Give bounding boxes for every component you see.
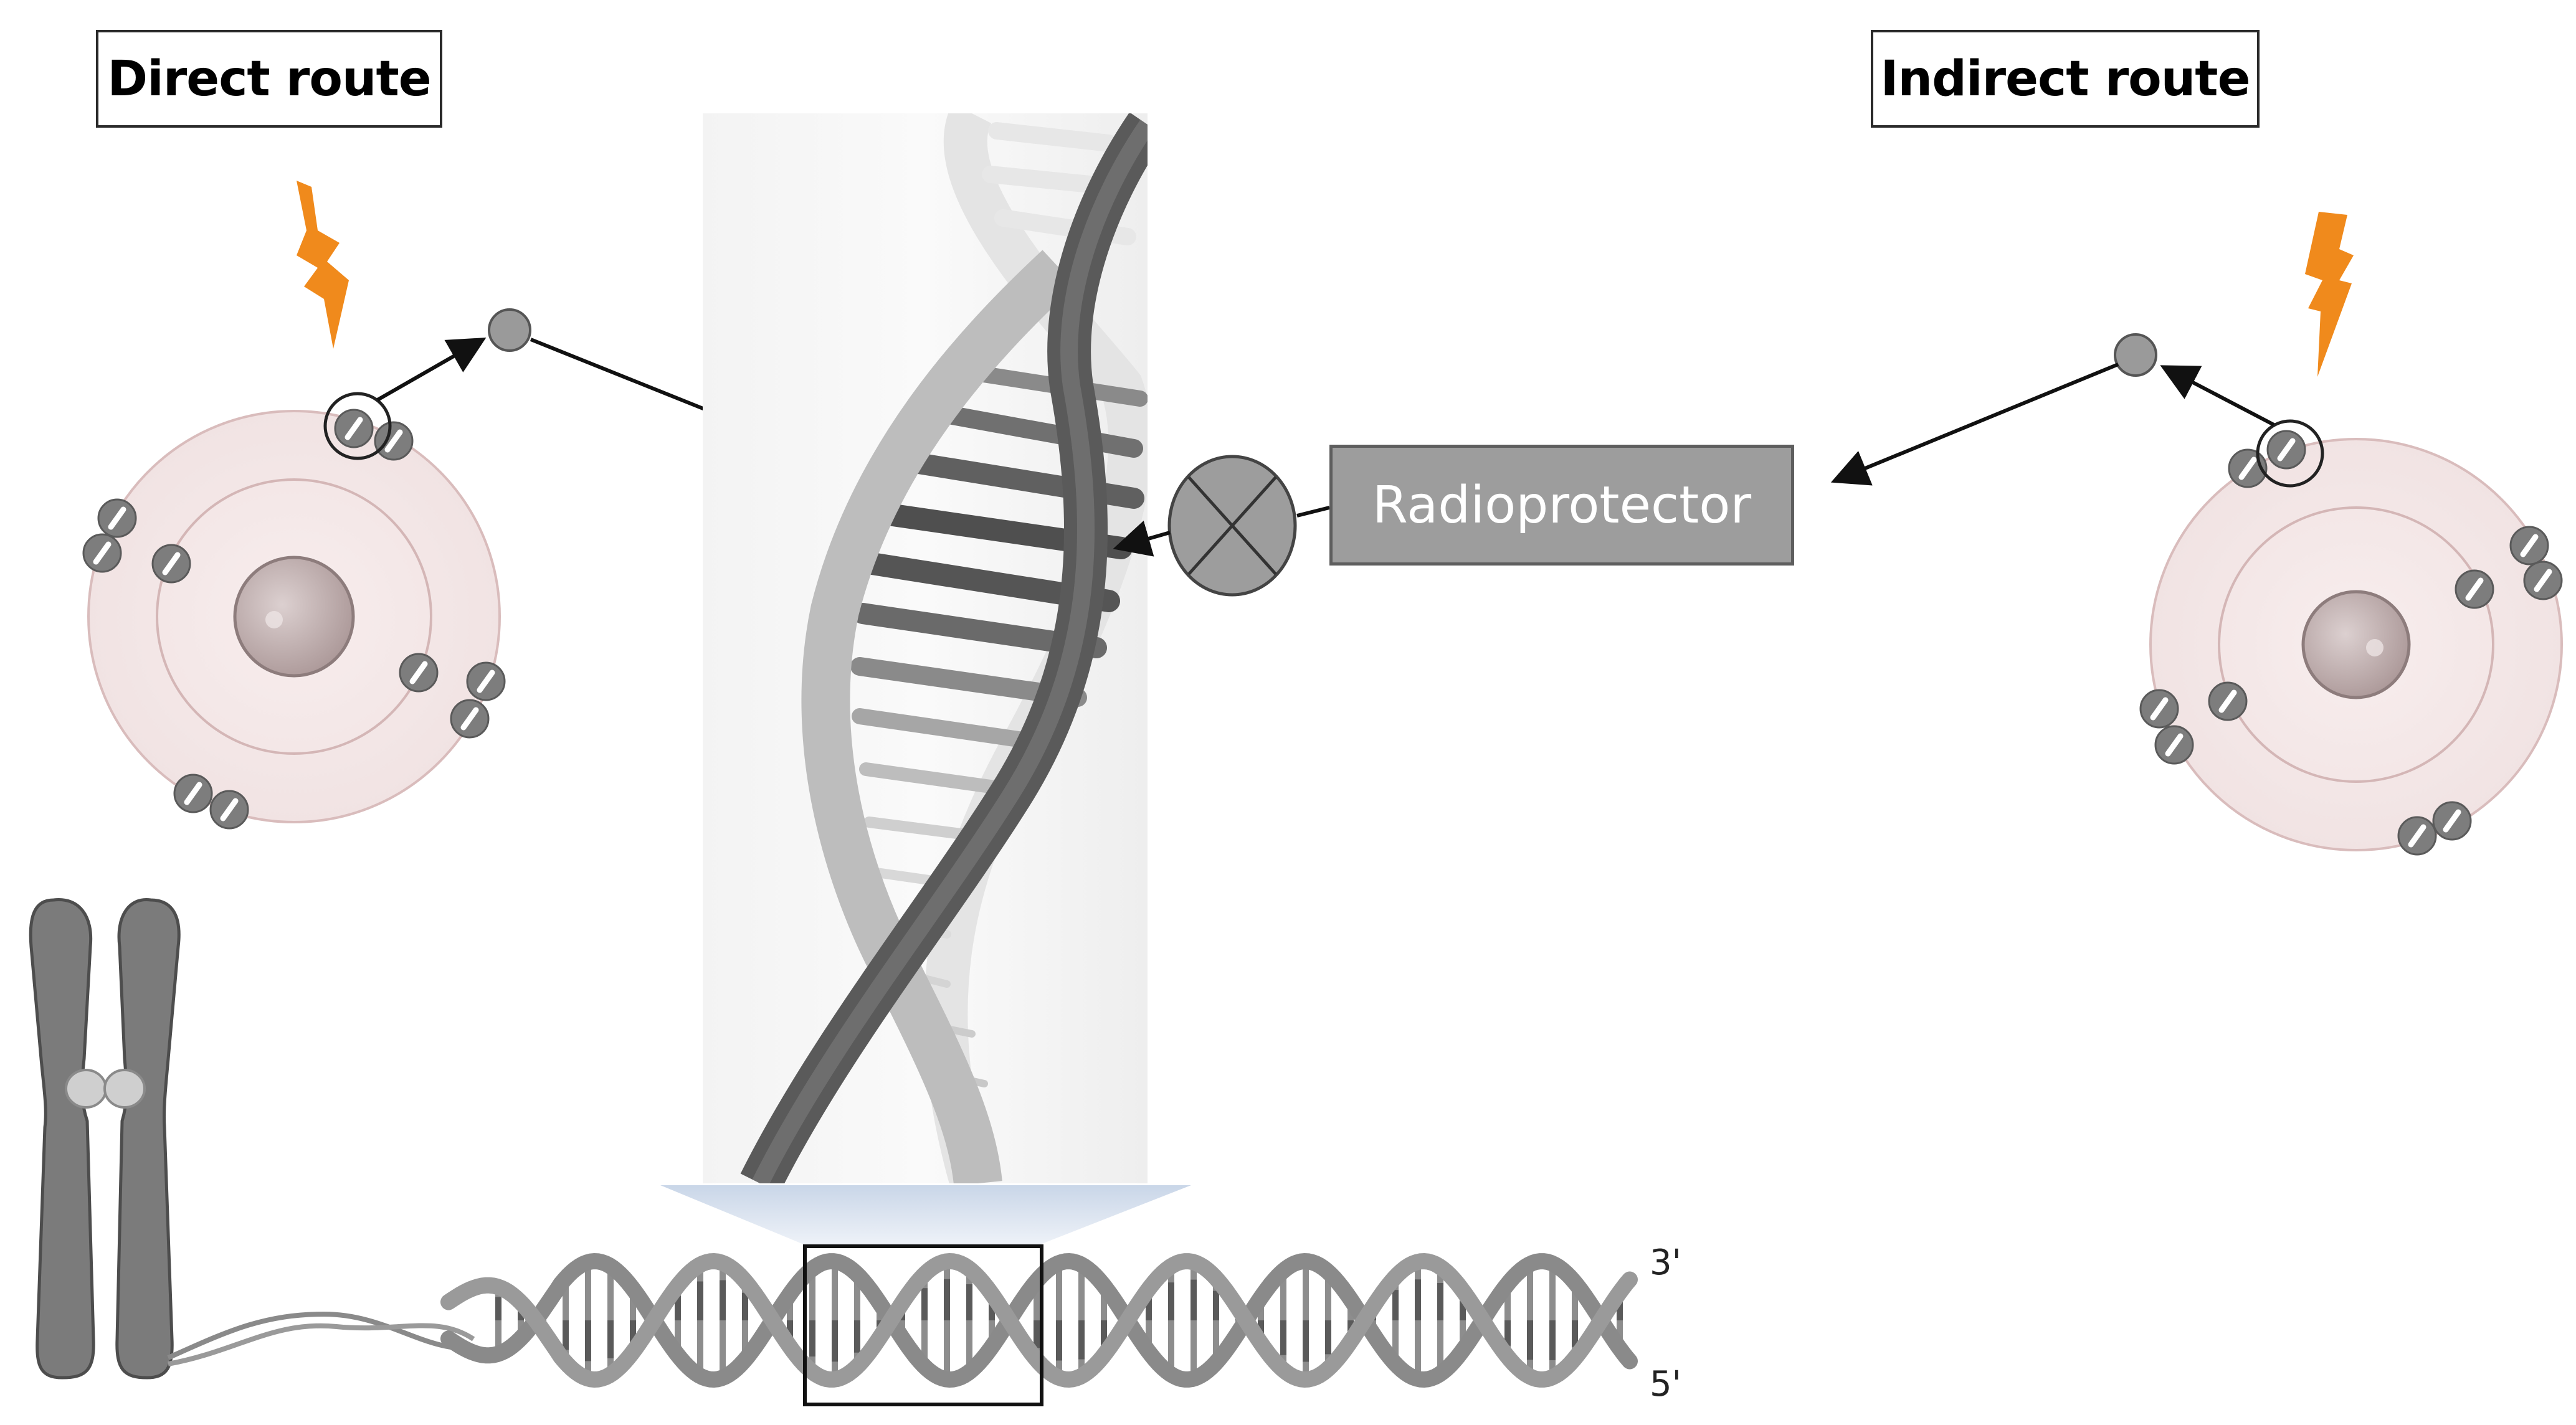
atom-direct (83, 392, 505, 828)
zoom-selection-box (803, 1244, 1043, 1406)
direct-route-label: Direct route (96, 30, 442, 128)
indirect-route-label: Indirect route (1871, 30, 2260, 128)
electron-ejection-arrow (2160, 365, 2275, 427)
inner-shell (156, 478, 432, 755)
radical-arrow (1830, 362, 2119, 486)
free-electron (488, 308, 531, 352)
ejected-electron-ring (323, 392, 392, 460)
radioprotector-box: Radioprotector (1329, 445, 1794, 566)
lightning-icon (2305, 212, 2354, 377)
dna-strand-b (440, 1252, 1638, 1388)
chromosome (29, 897, 475, 1380)
dna-zoom-photo (703, 113, 1148, 1183)
free-electron (2114, 333, 2157, 377)
lightning-icon (297, 181, 349, 349)
radioprotector-connector (1296, 506, 1330, 518)
three-prime-label: 3' (1650, 1243, 1682, 1283)
zoom-beam (660, 1185, 1191, 1244)
dna-backbone-light (801, 250, 1076, 1183)
atom-indirect (2141, 419, 2562, 855)
five-prime-label: 5' (1650, 1364, 1682, 1404)
electron-ejection-arrow (376, 338, 487, 402)
inner-shell (2218, 506, 2494, 783)
protection-arrow (1113, 520, 1171, 557)
nucleus (233, 556, 355, 678)
dna-strand-a (440, 1252, 1638, 1388)
nucleus (2301, 590, 2411, 699)
inhibition-cross-icon (1167, 455, 1297, 597)
ejected-electron-ring (2256, 419, 2324, 488)
dna-double-helix (440, 1252, 1638, 1388)
